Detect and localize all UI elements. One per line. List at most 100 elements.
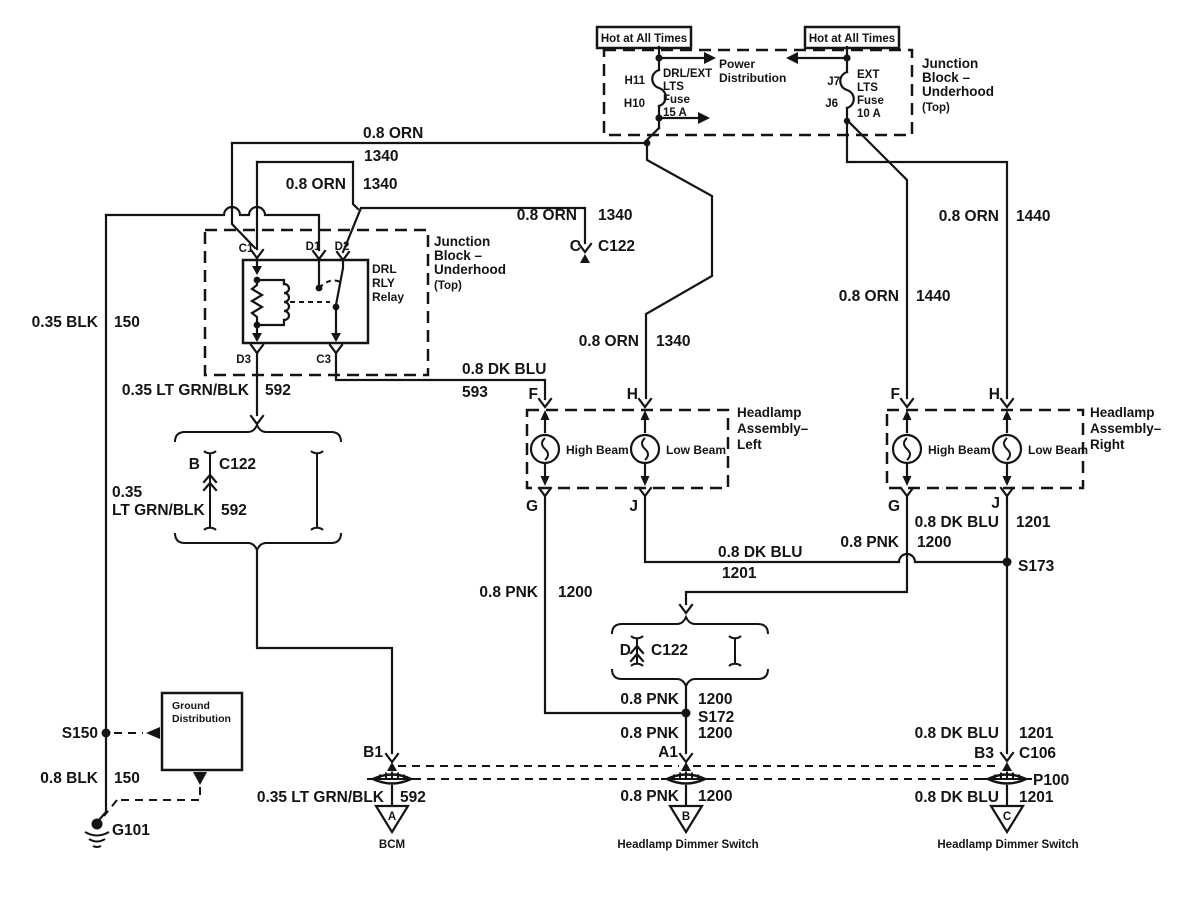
drl-relay-block: 0.35 BLK 150 Junction Block – Underhood … — [32, 205, 547, 822]
pin-chevron-icon — [678, 752, 694, 764]
svg-text:1200: 1200 — [917, 534, 951, 551]
svg-text:0.8 PNK: 0.8 PNK — [840, 534, 899, 551]
dimmer-switch-label: Headlamp Dimmer Switch — [617, 839, 758, 851]
ground-distribution-box — [160, 691, 244, 772]
svg-text:C122: C122 — [598, 238, 635, 255]
svg-text:G: G — [888, 498, 900, 515]
pin-d1: D1 — [306, 241, 321, 253]
wire-d2-drop — [351, 160, 360, 211]
svg-text:0.8 DK BLU: 0.8 DK BLU — [915, 514, 999, 531]
relay-contact-dashed-arc — [318, 279, 343, 289]
svg-text:1340: 1340 — [364, 148, 398, 165]
svg-text:0.8 ORN: 0.8 ORN — [939, 208, 999, 225]
headlamp-assembly-right: Headlamp Assembly– Right F H G J High Be… — [885, 386, 1162, 515]
svg-text:150: 150 — [114, 770, 140, 787]
hot-at-all-times-box-left — [595, 25, 693, 50]
svg-text:A: A — [388, 811, 396, 823]
svg-text:10 A: 10 A — [857, 108, 881, 120]
svg-text:Left: Left — [737, 437, 762, 452]
svg-text:1200: 1200 — [698, 691, 732, 708]
svg-text:1200: 1200 — [558, 584, 592, 601]
svg-text:B: B — [189, 456, 200, 473]
svg-text:DRL/EXT: DRL/EXT — [663, 68, 712, 80]
svg-text:B: B — [682, 811, 690, 823]
wire-blu-593 — [334, 351, 547, 401]
svg-text:0.8 PNK: 0.8 PNK — [620, 691, 679, 708]
svg-text:C122: C122 — [219, 456, 256, 473]
ground-symbol-icon — [84, 818, 110, 848]
svg-text:1340: 1340 — [598, 207, 632, 224]
filament-icon — [903, 437, 911, 461]
dimmer-center-column: A1 0.8 PNK 1200 B Headlamp Dimmer Switch — [617, 744, 758, 851]
pin-c3: C3 — [316, 354, 331, 366]
svg-text:592: 592 — [400, 789, 426, 806]
svg-text:1200: 1200 — [698, 788, 732, 805]
svg-text:Distribution: Distribution — [172, 713, 231, 725]
wire-pnk-1200-right — [684, 494, 909, 606]
wire-orn-1340-lowbeam-left — [644, 126, 714, 400]
s172-area: 0.8 PNK 1200 S172 0.8 PNK 1200 — [620, 691, 734, 742]
p100-pass-through: B1 0.35 LT GRN/BLK 592 A BCM A1 — [257, 725, 1079, 851]
pin-d2: D2 — [335, 241, 350, 253]
filament-icon — [541, 437, 549, 461]
relay-junction-box — [203, 228, 430, 377]
wire-pnk-1200-left — [543, 494, 683, 715]
svg-text:0.8 PNK: 0.8 PNK — [479, 584, 538, 601]
svg-text:150: 150 — [114, 314, 140, 331]
middle-wiring: 0.8 PNK 1200 0.8 DK BLU 1201 0.8 PNK 120… — [479, 494, 1055, 755]
svg-text:15 A: 15 A — [663, 107, 687, 119]
svg-text:High Beam: High Beam — [928, 443, 991, 457]
svg-text:Ground: Ground — [172, 700, 210, 712]
power-distribution-arrows: Power Distribution — [655, 52, 851, 124]
svg-text:(Top): (Top) — [922, 102, 950, 114]
svg-text:High Beam: High Beam — [566, 443, 629, 457]
power-distribution-section: Hot at All Times Hot at All Times Juncti… — [595, 25, 994, 137]
svg-text:1201: 1201 — [1019, 789, 1054, 806]
wire-to-c1 — [230, 141, 257, 250]
svg-text:D: D — [620, 642, 631, 659]
filament-icon — [641, 437, 649, 461]
svg-text:Block –: Block – — [922, 70, 971, 85]
wire-orn-1340-c122-stub — [341, 206, 587, 254]
relay-internals — [249, 256, 345, 342]
dimmer-switch-label: Headlamp Dimmer Switch — [937, 839, 1078, 851]
bracket-right — [310, 450, 324, 531]
splice-s150 — [101, 728, 111, 738]
ground-distribution-section: Ground Distribution S150 0.8 BLK 150 G10… — [40, 691, 244, 848]
high-beam-bulb: High Beam — [529, 397, 629, 498]
switch-blade — [334, 258, 345, 307]
svg-text:LTS: LTS — [857, 82, 878, 94]
pin-chevron-icon — [249, 343, 265, 355]
svg-text:592: 592 — [265, 382, 291, 399]
svg-text:0.8 BLK: 0.8 BLK — [40, 770, 99, 787]
svg-text:(Top): (Top) — [434, 280, 462, 292]
svg-text:0.35 LT GRN/BLK: 0.35 LT GRN/BLK — [122, 382, 250, 399]
arrow-up-icon — [387, 762, 397, 771]
pin-j6: J6 — [825, 98, 838, 110]
fuse-drl-ext-lts: H11 H10 DRL/EXT LTS Fuse 15 A — [624, 45, 712, 130]
fuse-ext-lts: J7 J6 EXT LTS Fuse 10 A — [825, 45, 884, 123]
pin-chevron-icon — [678, 603, 694, 615]
bracket-right — [728, 635, 742, 667]
ground-ref-dashed — [103, 787, 201, 817]
svg-text:0.8 PNK: 0.8 PNK — [620, 725, 679, 742]
off-page-triangle-a — [374, 804, 410, 835]
arrow-up-icon — [1002, 762, 1012, 771]
svg-text:0.8 ORN: 0.8 ORN — [517, 207, 577, 224]
filament-icon — [1003, 437, 1011, 461]
svg-text:Underhood: Underhood — [434, 262, 506, 277]
power-distribution-label: Power — [719, 57, 755, 71]
bcm-column: B1 0.35 LT GRN/BLK 592 A BCM — [257, 744, 426, 851]
svg-text:F: F — [891, 386, 900, 403]
low-beam-bulb: Low Beam — [629, 397, 726, 498]
brace-top — [611, 614, 769, 635]
svg-text:Fuse: Fuse — [663, 94, 690, 106]
off-page-triangle-b — [668, 804, 704, 835]
svg-text:Right: Right — [1090, 437, 1125, 452]
arrow-up-double-icon — [629, 644, 645, 663]
svg-text:0.8 DK BLU: 0.8 DK BLU — [462, 361, 546, 378]
svg-text:1201: 1201 — [722, 565, 757, 582]
svg-text:1440: 1440 — [916, 288, 950, 305]
pin-chevron-icon — [384, 752, 400, 764]
